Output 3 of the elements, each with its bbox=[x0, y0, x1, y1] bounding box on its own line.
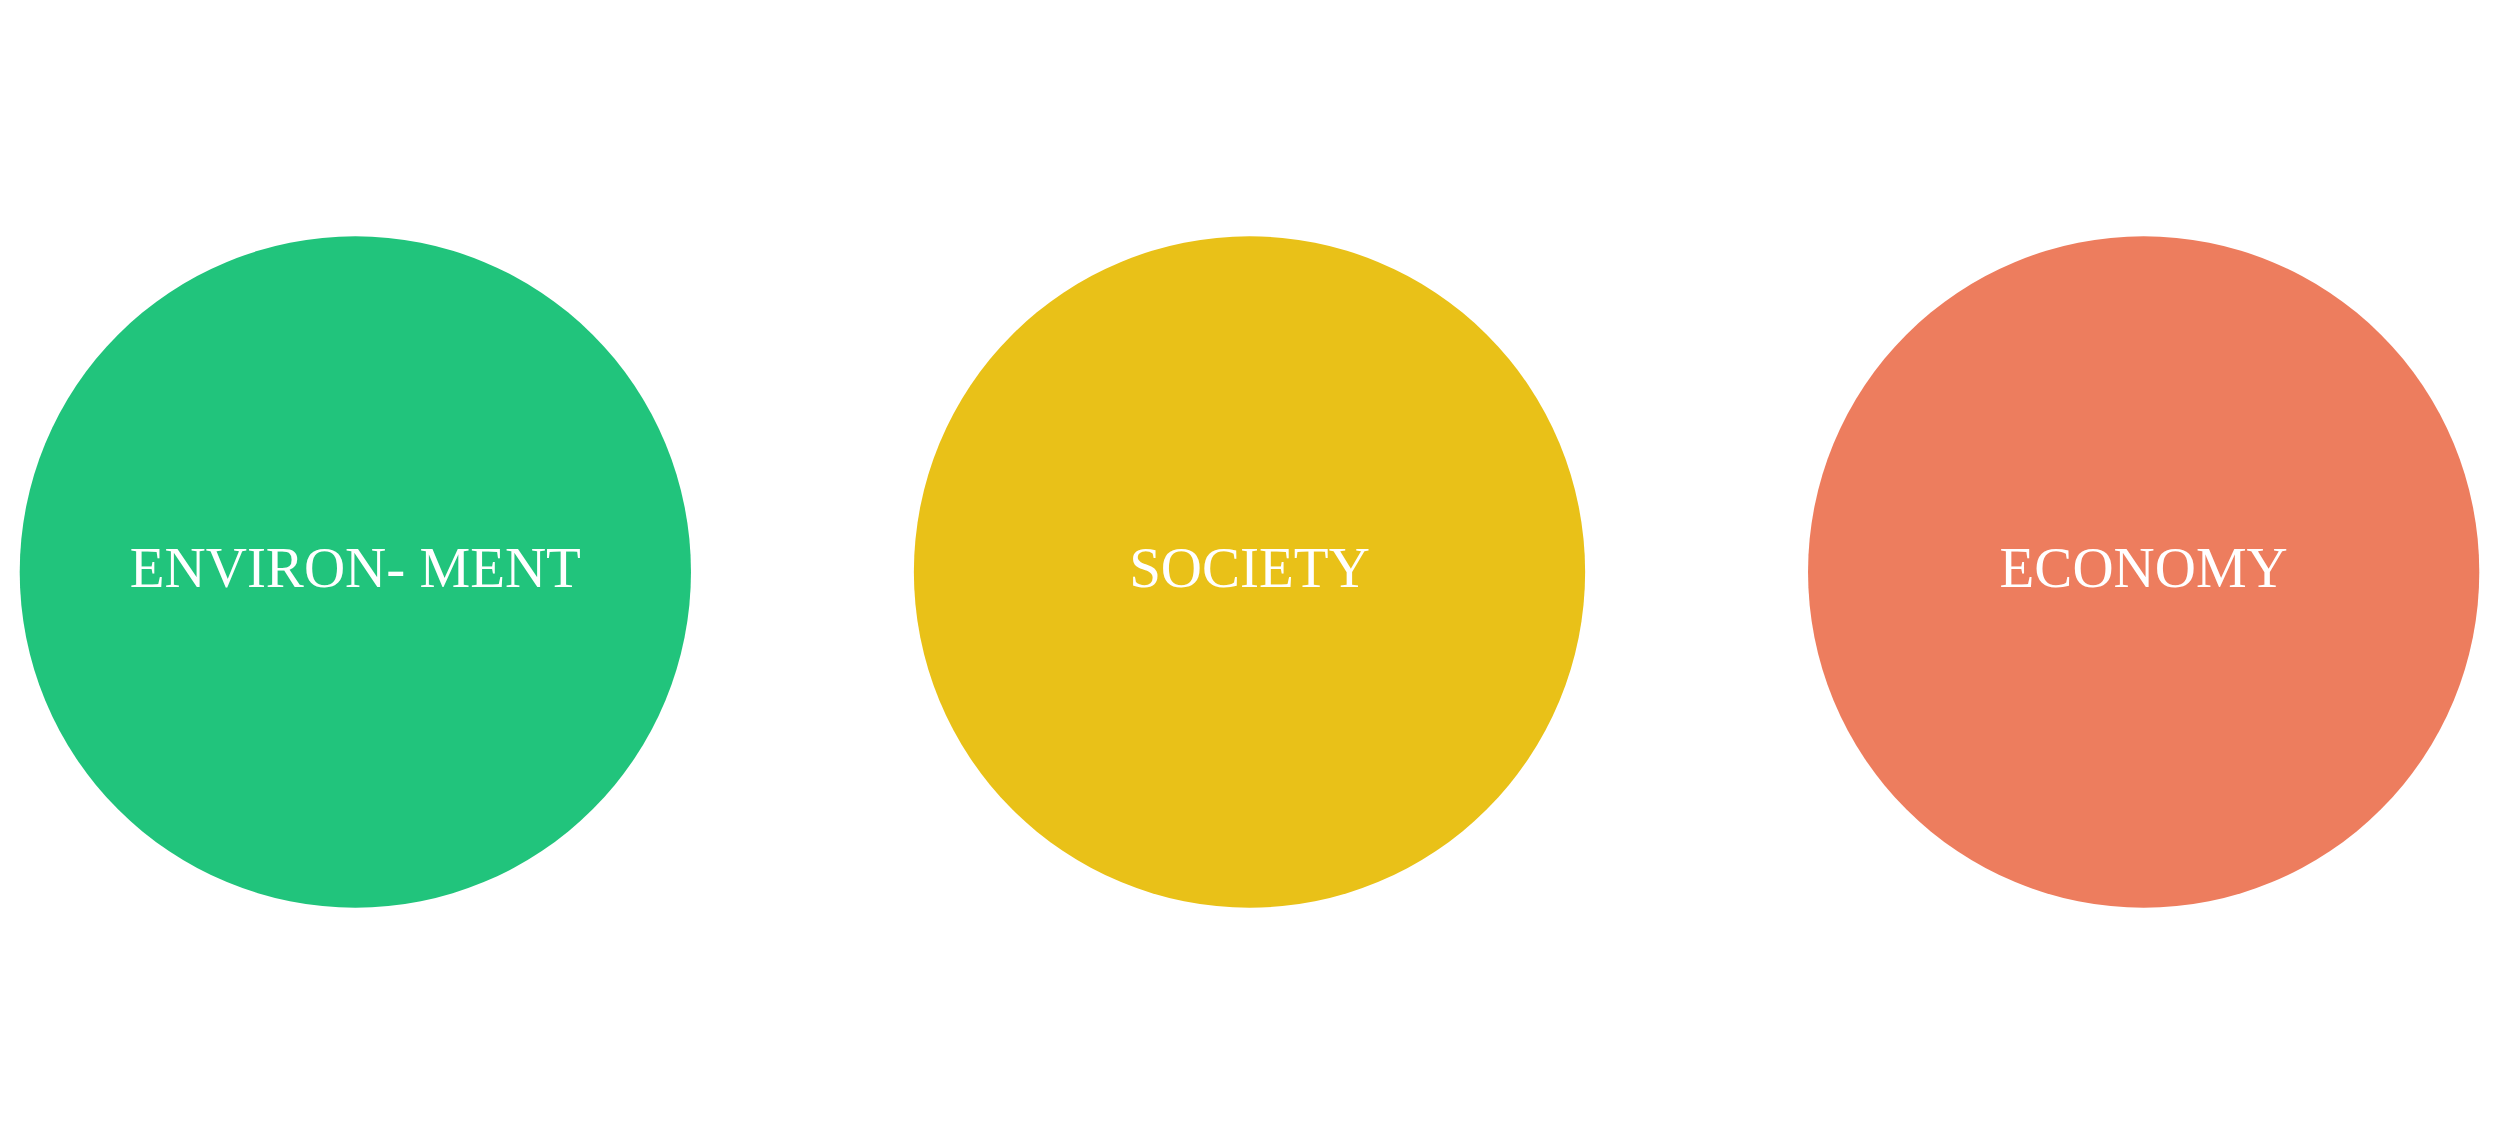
node-circle: ENVIRON- MENT bbox=[19, 236, 691, 908]
node-circle: ECONOMY bbox=[1808, 236, 2480, 908]
node-circle: SOCIETY bbox=[913, 236, 1586, 908]
